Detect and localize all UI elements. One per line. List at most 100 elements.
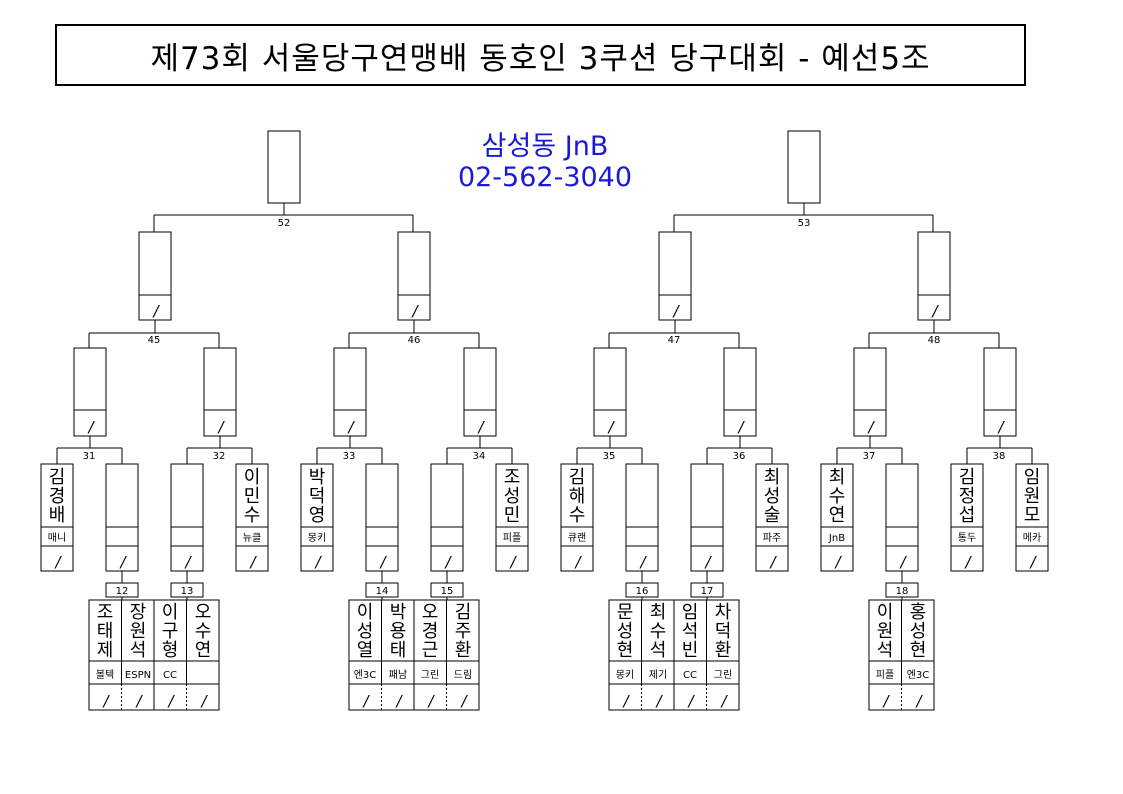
player-name: 경 <box>49 486 66 507</box>
player-club: 제기 <box>649 669 667 681</box>
score-mark: / <box>476 418 485 436</box>
player-name: 근 <box>422 640 439 661</box>
player-name: 오 <box>195 602 212 623</box>
player-name: 원 <box>1024 486 1041 507</box>
player-club: 엔3C <box>354 669 377 681</box>
player-name: 수 <box>195 621 212 642</box>
score-mark: / <box>1028 553 1037 571</box>
player-name: 이 <box>244 467 261 488</box>
entry-slot-box <box>300 463 334 572</box>
player-name: 임 <box>682 602 699 623</box>
player-name: 형 <box>162 640 179 661</box>
match-number: 12 <box>116 586 129 597</box>
score-mark: / <box>151 302 160 320</box>
score-mark: / <box>410 302 419 320</box>
player-name: 경 <box>422 621 439 642</box>
match-number: 48 <box>928 335 941 346</box>
score-mark: / <box>606 418 615 436</box>
player-name: 제 <box>97 640 114 661</box>
match-number: 52 <box>278 218 291 229</box>
player-name: 연 <box>195 640 212 661</box>
player-name: 모 <box>1024 505 1041 526</box>
score-mark: / <box>719 692 728 710</box>
score-mark: / <box>638 553 647 571</box>
player-name: 오 <box>422 602 439 623</box>
player-club: 그린 <box>714 669 732 681</box>
match-number: 14 <box>376 586 389 597</box>
player-club: 그린 <box>421 669 439 681</box>
player-name: 수 <box>569 505 586 526</box>
player-name: 차 <box>715 602 732 623</box>
player-name: 석 <box>130 640 147 661</box>
entry-slot-box <box>950 463 984 572</box>
player-name: 술 <box>764 505 781 526</box>
player-name: 석 <box>877 640 894 661</box>
player-name: 최 <box>764 467 781 488</box>
player-club: 피플 <box>503 532 521 544</box>
player-club: 매니 <box>48 532 66 544</box>
player-club: 패남 <box>389 669 407 681</box>
player-name: 배 <box>49 505 66 526</box>
player-name: 환 <box>715 640 732 661</box>
player-name: 태 <box>97 621 114 642</box>
player-name: 성 <box>504 486 521 507</box>
score-mark: / <box>508 553 517 571</box>
player-name: 용 <box>390 621 407 642</box>
player-name: 민 <box>244 486 261 507</box>
player-name: 홍 <box>910 602 927 623</box>
player-name: 덕 <box>715 621 732 642</box>
score-mark: / <box>898 553 907 571</box>
player-name: 빈 <box>682 640 699 661</box>
player-name: 임 <box>1024 467 1041 488</box>
match-number: 17 <box>701 586 714 597</box>
score-mark: / <box>671 302 680 320</box>
entry-slot-box <box>560 463 594 572</box>
player-name: 성 <box>910 621 927 642</box>
match-number: 38 <box>993 451 1006 462</box>
player-name: 현 <box>910 640 927 661</box>
player-name: 김 <box>455 602 472 623</box>
match-number: 36 <box>733 451 746 462</box>
player-club: JnB <box>828 533 845 544</box>
score-mark: / <box>248 553 257 571</box>
player-club: 드림 <box>454 669 472 681</box>
player-name: 연 <box>829 505 846 526</box>
player-club: 피플 <box>876 669 894 681</box>
player-name: 수 <box>244 505 261 526</box>
player-name: 조 <box>504 467 521 488</box>
player-name: 민 <box>504 505 521 526</box>
score-mark: / <box>183 553 192 571</box>
player-name: 박 <box>390 602 407 623</box>
score-mark: / <box>216 418 225 436</box>
match-number: 34 <box>473 451 486 462</box>
player-name: 김 <box>49 467 66 488</box>
match-number: 13 <box>181 586 194 597</box>
player-club: 볼텍 <box>96 669 114 681</box>
player-name: 구 <box>162 621 179 642</box>
player-name: 열 <box>357 640 374 661</box>
final-slot-box <box>787 130 821 204</box>
player-name: 문 <box>617 602 634 623</box>
match-number: 32 <box>213 451 226 462</box>
player-club: 뉴클 <box>243 532 261 544</box>
match-number: 47 <box>668 335 681 346</box>
score-mark: / <box>86 418 95 436</box>
score-mark: / <box>166 692 175 710</box>
player-name: 최 <box>829 467 846 488</box>
match-number: 53 <box>798 218 811 229</box>
player-name: 환 <box>455 640 472 661</box>
title-box: 제73회 서울당구연맹배 동호인 3쿠션 당구대회 - 예선5조 <box>55 24 1026 86</box>
player-name: 이 <box>162 602 179 623</box>
match-number: 45 <box>148 335 161 346</box>
score-mark: / <box>930 302 939 320</box>
score-mark: / <box>313 553 322 571</box>
score-mark: / <box>53 553 62 571</box>
player-club: 파주 <box>763 532 781 544</box>
player-club: 엔3C <box>907 669 930 681</box>
score-mark: / <box>573 553 582 571</box>
score-mark: / <box>361 692 370 710</box>
tournament-title: 제73회 서울당구연맹배 동호인 3쿠션 당구대회 - 예선5조 <box>150 40 931 77</box>
sponsor-name: 삼성동 JnB <box>481 131 609 162</box>
match-number: 16 <box>636 586 649 597</box>
